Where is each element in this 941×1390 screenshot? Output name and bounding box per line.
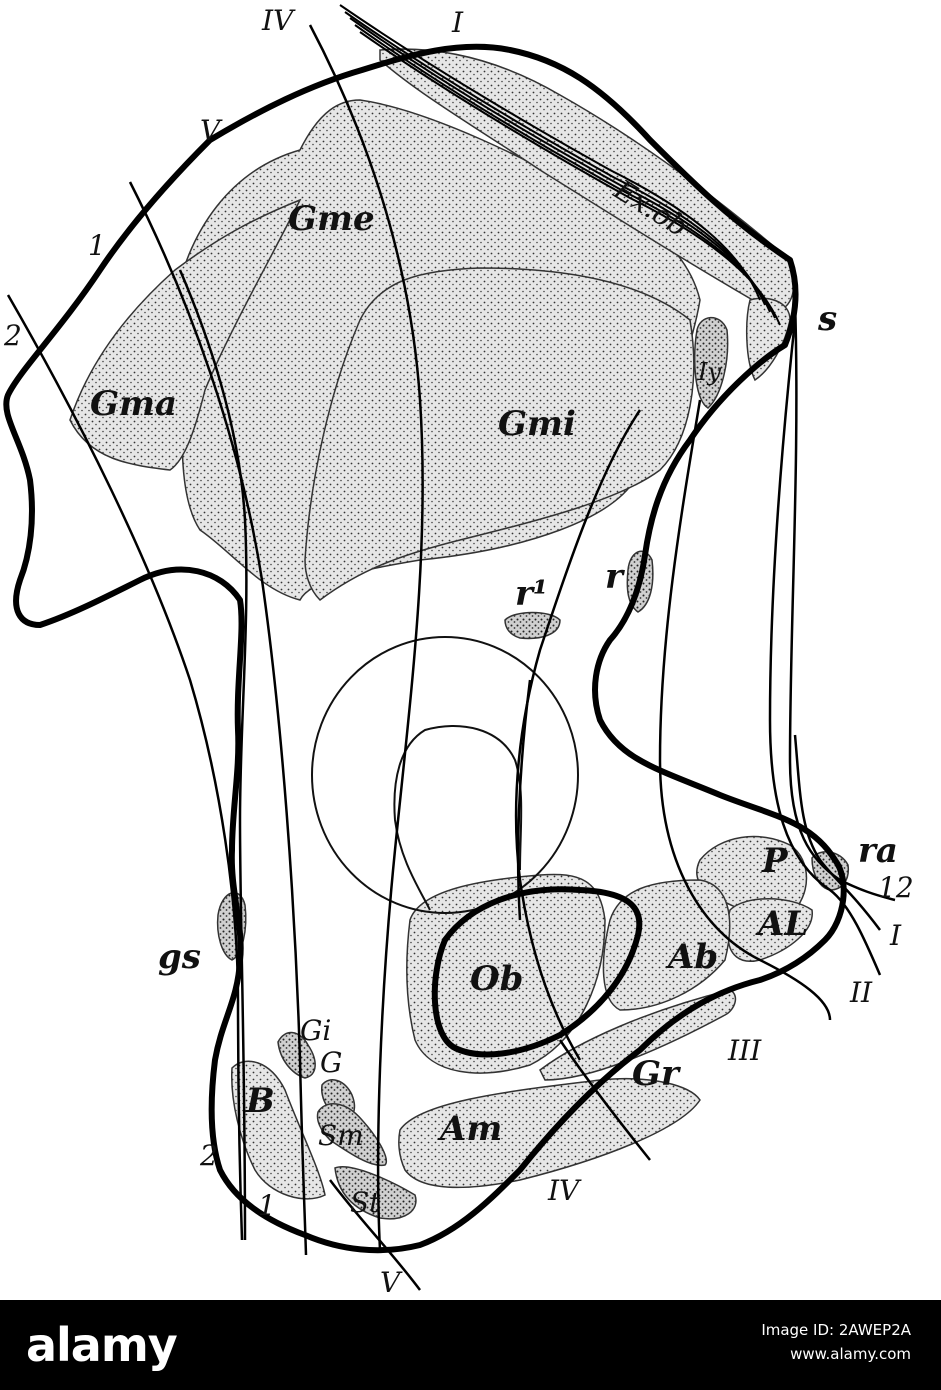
region-gluteus-minimus — [304, 267, 695, 601]
label-Am: Am — [437, 1109, 502, 1149]
alamy-logo-text: alamy — [26, 1318, 178, 1372]
label-St: St — [350, 1186, 381, 1219]
pelvis-outline — [3, 43, 847, 1254]
label-1-bottom: 1 — [258, 1189, 276, 1222]
label-Ob: Ob — [470, 959, 523, 999]
image-info: Image ID: 2AWEP2A www.alamy.com — [761, 1318, 911, 1366]
label-12: 12 — [878, 871, 914, 904]
label-I-top: I — [451, 6, 464, 39]
line-2 — [6, 294, 244, 1241]
label-IV-top: IV — [261, 4, 296, 37]
region-s — [745, 297, 791, 382]
external-oblique-lines — [339, 4, 781, 326]
line-V-lower — [329, 1179, 421, 1291]
label-Ab: Ab — [665, 937, 718, 977]
acetabulum — [311, 636, 579, 914]
label-1-left: 1 — [88, 229, 106, 262]
anatomical-diagram: IV I V 1 2 Gme Gma Gmi Ex.ob s Iy r¹ r r… — [3, 4, 914, 1299]
region-externus-obliquus — [379, 48, 795, 312]
label-s: s — [817, 299, 837, 339]
label-r: r — [605, 557, 625, 597]
line-ra — [793, 734, 881, 931]
label-gs: gs — [158, 937, 201, 977]
label-2-left: 2 — [3, 319, 22, 352]
label-V-top: V — [200, 114, 223, 147]
line-V — [128, 181, 308, 1256]
label-Gma: Gma — [90, 384, 177, 424]
line-I-right — [788, 299, 896, 902]
label-AL: AL — [755, 904, 808, 944]
label-Iy: Iy — [697, 358, 721, 386]
region-Sm — [316, 1103, 387, 1167]
label-ra: ra — [858, 831, 898, 871]
label-Sm: Sm — [318, 1119, 364, 1152]
label-B: B — [245, 1081, 275, 1121]
label-G: G — [320, 1046, 342, 1079]
alamy-logo[interactable]: alamy — [26, 1316, 178, 1374]
stock-watermark-bar: alamy Image ID: 2AWEP2A www.alamy.com — [0, 1300, 941, 1390]
label-P: P — [761, 841, 789, 881]
site-url[interactable]: www.alamy.com — [790, 1345, 911, 1363]
image-id: Image ID: 2AWEP2A — [761, 1321, 911, 1339]
acetabulum-outer-ring — [311, 636, 579, 914]
label-Gme: Gme — [288, 199, 375, 239]
line-III — [658, 399, 832, 1021]
section-lines — [6, 24, 896, 1291]
label-I-right: I — [889, 919, 902, 952]
label-2-bottom: 2 — [199, 1139, 218, 1172]
line-B — [516, 679, 532, 921]
obturator-foramen-outline — [431, 886, 643, 1058]
line-A — [514, 409, 642, 1061]
label-II-right: II — [849, 976, 873, 1009]
region-gluteus-maximus — [69, 198, 302, 471]
label-Gmi: Gmi — [498, 404, 576, 444]
line-1 — [178, 269, 248, 1241]
region-St — [334, 1166, 417, 1220]
label-Gi: Gi — [300, 1014, 331, 1047]
label-III-right: III — [727, 1034, 762, 1067]
label-r1: r¹ — [515, 574, 548, 614]
label-IV-bottom: IV — [547, 1174, 582, 1207]
diagram-labels: IV I V 1 2 Gme Gma Gmi Ex.ob s Iy r¹ r r… — [3, 4, 914, 1299]
label-V-bottom: V — [380, 1266, 403, 1299]
line-IV-lower — [558, 1039, 651, 1161]
region-Gi — [277, 1031, 316, 1079]
label-Gr: Gr — [632, 1054, 681, 1094]
region-iy — [693, 316, 729, 409]
line-II — [768, 319, 882, 976]
line-IV — [308, 24, 424, 1251]
